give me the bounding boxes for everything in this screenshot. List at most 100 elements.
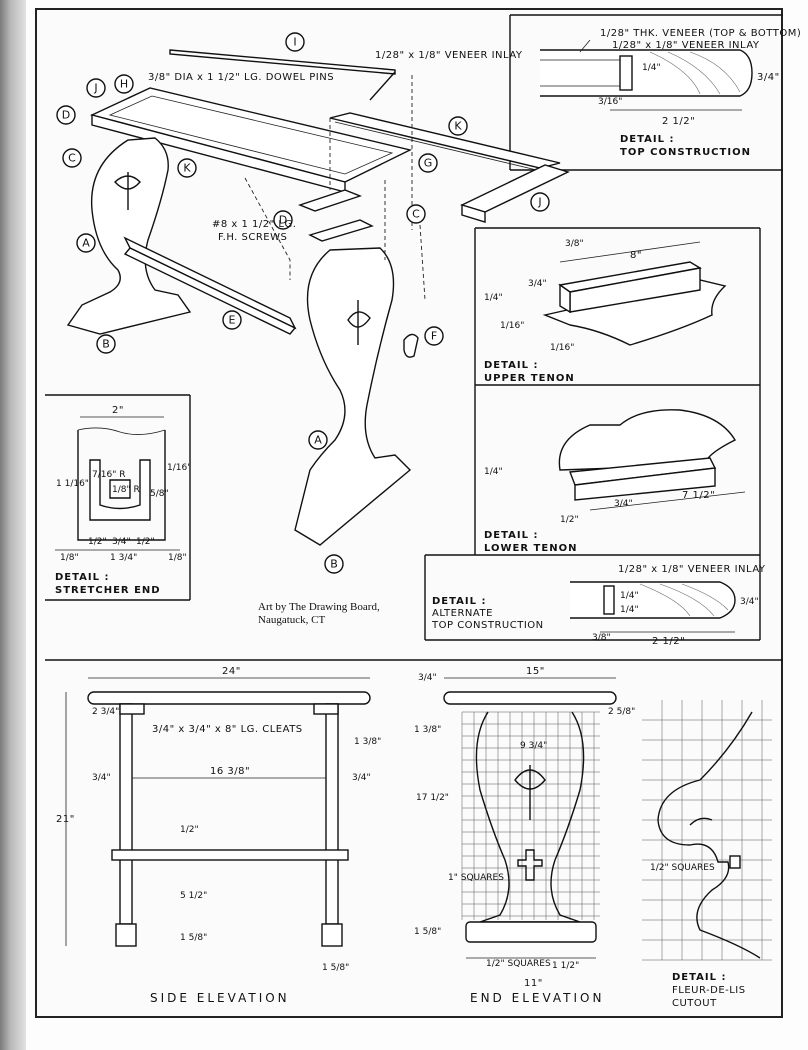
dim-stretcher-d: 1/8": [60, 553, 79, 563]
dim-stretcher-g: 5/8": [150, 489, 169, 499]
dim-stretcher-width: 2": [112, 405, 124, 416]
part-label-c2: C: [412, 208, 420, 221]
part-label-i: I: [293, 36, 296, 49]
dim-side-top: 24": [222, 666, 241, 677]
detail-alt-label-2: ALTERNATE: [432, 608, 493, 619]
callout-veneer-inlay: 1/28" x 1/8" VENEER INLAY: [375, 50, 523, 61]
dim-end-top: 15": [526, 666, 545, 677]
part-label-a1: A: [82, 237, 90, 250]
dim-stretcher-height: 1 1/16": [56, 479, 89, 489]
detail-alt-label-1: DETAIL :: [432, 596, 487, 607]
end-elevation-title: END ELEVATION: [470, 991, 604, 1005]
dim-side-foot: 1 5/8": [322, 963, 349, 973]
dim-end-1-half: 1 1/2": [552, 961, 579, 971]
dim-side-5-half: 5 1/2": [180, 891, 207, 901]
detail-stretcher-label-1: DETAIL :: [55, 572, 110, 583]
detail-alt-label-3: TOP CONSTRUCTION: [431, 620, 544, 631]
dim-end-3-4: 3/4": [418, 673, 437, 683]
dim-end-93-4: 9 3/4": [520, 741, 547, 751]
part-label-b2: B: [330, 558, 338, 571]
detail-upper-label-1: DETAIL :: [484, 360, 539, 371]
detail-stretcher-end: 2" 1 1/16" 7/16" R 1/8" R 1/2" 3/4" 1/2"…: [55, 405, 191, 596]
credit-line-2: Naugatuck, CT: [258, 614, 325, 626]
detail-alternate-top: 1/28" x 1/8" VENEER INLAY 2 1/2" 3/4" 3/…: [431, 564, 766, 647]
dim-end-13-8: 1 3/8": [414, 725, 441, 735]
dim-end-25-8: 2 5/8": [608, 707, 635, 717]
part-label-a2: A: [314, 434, 322, 447]
dim-upper-a: 3/8": [565, 239, 584, 249]
dim-stretcher-r2: 1/8" R: [112, 485, 140, 495]
part-label-b1: B: [102, 338, 110, 351]
side-elevation-title: SIDE ELEVATION: [150, 991, 290, 1005]
dim-lower-len: 7 1/2": [682, 490, 715, 501]
part-label-h: H: [120, 78, 128, 91]
dim-stretcher-a: 1/2": [88, 537, 107, 547]
part-label-e: E: [229, 314, 236, 327]
dim-stretcher-c: 1/2": [136, 537, 155, 547]
dim-end-11: 11": [524, 978, 543, 989]
dim-lower-c: 1/2": [560, 515, 579, 525]
dim-top-thk: 3/4": [757, 72, 780, 83]
side-elevation: 24" 21" 16 3/8" 2 3/4" 3/4" 3/4" 1 3/8" …: [56, 666, 381, 1005]
dim-alt-c: 1/4": [620, 605, 639, 615]
dim-stretcher-b: 3/4": [112, 537, 131, 547]
part-label-f: F: [431, 330, 437, 343]
detail-upper-label-2: UPPER TENON: [484, 373, 575, 384]
exploded-view: I J H D C K K G J C D A E B F A B 1/28" …: [56, 32, 570, 626]
dim-side-half: 1/2": [180, 825, 199, 835]
callout-dowel-pins: 3/8" DIA x 1 1/2" LG. DOWEL PINS: [148, 72, 334, 83]
detail-fleur-label-3: CUTOUT: [672, 998, 717, 1009]
dim-side-left-3-4: 3/4": [92, 773, 111, 783]
detail-fleur-label-2: FLEUR-DE-LIS: [672, 985, 746, 996]
dim-stretcher-e: 1 3/4": [110, 553, 137, 563]
detail-lower-label-1: DETAIL :: [484, 530, 539, 541]
dim-veneer-inlay: 1/28" x 1/8" VENEER INLAY: [612, 40, 760, 51]
dim-lower-a: 1/4": [484, 467, 503, 477]
detail-lower-tenon: 7 1/2" 1/4" 3/4" 1/2" DETAIL : LOWER TEN…: [484, 409, 746, 554]
dim-end-half-sq: 1/2" SQUARES: [486, 959, 551, 969]
dim-upper-d: 1/16": [500, 321, 524, 331]
callout-screws-2: F.H. SCREWS: [218, 232, 287, 243]
detail-top-label-2: TOP CONSTRUCTION: [620, 147, 751, 158]
panel-dividers: [45, 14, 783, 661]
fleur-grid-label: 1/2" SQUARES: [650, 863, 715, 873]
dim-stretcher-f: 1/8": [168, 553, 187, 563]
dim-veneer-thk: 1/28" THK. VENEER (TOP & BOTTOM): [600, 28, 801, 39]
page-binding-shadow: [0, 0, 26, 1050]
detail-fleur-de-lis: 1/2" SQUARES DETAIL : FLEUR-DE-LIS CUTOU…: [642, 700, 772, 1009]
dim-side-right-3-4: 3/4": [352, 773, 371, 783]
part-label-c1: C: [68, 152, 76, 165]
part-label-g: G: [424, 157, 433, 170]
part-labels: I J H D C K K G J C D A E B F A B: [56, 32, 550, 574]
dim-alt-inlay: 1/28" x 1/8" VENEER INLAY: [618, 564, 766, 575]
dim-stretcher-r: 7/16" R: [92, 470, 125, 480]
part-label-d2: D: [279, 214, 287, 227]
detail-upper-tenon: 8" 3/8" 3/4" 1/4" 1/16" 1/16" DETAIL : U…: [484, 239, 727, 384]
dim-alt-a: 3/8": [592, 633, 611, 643]
detail-lower-label-2: LOWER TENON: [484, 543, 577, 554]
dim-top-small2: 1/4": [642, 63, 661, 73]
callout-cleats: 3/4" x 3/4" x 8" LG. CLEATS: [152, 724, 303, 735]
dim-upper-c: 1/4": [484, 293, 503, 303]
dim-upper-b: 3/4": [528, 279, 547, 289]
part-label-d1: D: [62, 109, 70, 122]
end-elevation: 15" 3/4" 1 3/8" 2 5/8" 9 3/4" 17 1/2" 1"…: [414, 666, 635, 1005]
dim-end-15-8: 1 5/8": [414, 927, 441, 937]
dim-upper-e: 1/16": [550, 343, 574, 353]
dim-end-1sq: 1" SQUARES: [448, 873, 504, 883]
dim-end-17-half: 17 1/2": [416, 793, 449, 803]
credit-line-1: Art by The Drawing Board,: [258, 601, 380, 613]
dim-lower-b: 3/4": [614, 499, 633, 509]
detail-stretcher-label-2: STRETCHER END: [55, 585, 161, 596]
part-label-j: J: [93, 82, 97, 95]
part-label-j2: J: [537, 196, 541, 209]
fleur-grid: [642, 700, 772, 961]
detail-fleur-label-1: DETAIL :: [672, 972, 727, 983]
part-label-k1: K: [183, 162, 191, 175]
dim-top-width: 2 1/2": [662, 116, 695, 127]
dim-side-height: 21": [56, 814, 75, 825]
dim-top-small: 3/16": [598, 97, 622, 107]
callout-screws-1: #8 x 1 1/2" LG.: [212, 219, 296, 230]
detail-top-label-1: DETAIL :: [620, 134, 675, 145]
